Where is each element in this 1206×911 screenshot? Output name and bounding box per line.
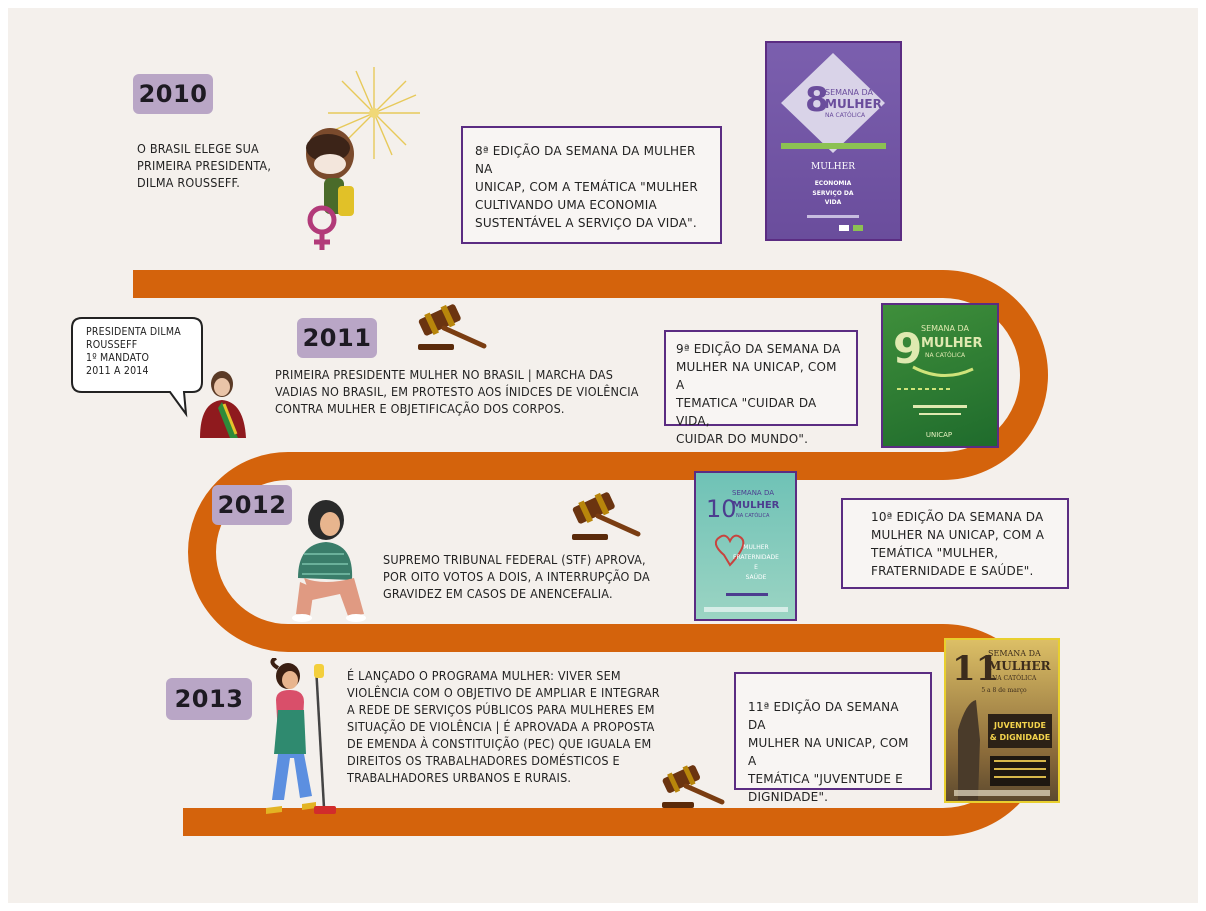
svg-text:NA CATÓLICA: NA CATÓLICA: [992, 674, 1037, 682]
svg-text:NA CATÓLICA: NA CATÓLICA: [825, 112, 866, 119]
gavel-icon: [662, 765, 725, 808]
svg-text:5 a 8 de março: 5 a 8 de março: [981, 687, 1027, 694]
svg-text:& DIGNIDADE: & DIGNIDADE: [990, 733, 1051, 742]
speech-bubble-icon: [71, 317, 203, 418]
svg-text:NA CATÓLICA: NA CATÓLICA: [925, 352, 966, 359]
svg-text:SAÚDE: SAÚDE: [746, 574, 767, 581]
svg-text:MULHER: MULHER: [743, 544, 768, 551]
poster-11-semana-mulher: 11 SEMANA DA MULHER NA CATÓLICA 5 a 8 de…: [944, 638, 1060, 803]
svg-text:8: 8: [805, 80, 829, 120]
event-2011-text: PRIMEIRA PRESIDENTE MULHER NO BRASIL | M…: [275, 367, 639, 416]
year-badge-2010: 2010: [133, 74, 213, 114]
year-badge-2012: 2012: [212, 485, 292, 525]
poster-8-semana-mulher: 8 SEMANA DA MULHER NA CATÓLICA MULHER EC…: [765, 41, 902, 241]
fireworks-icon: [328, 67, 420, 159]
svg-text:SEMANA DA: SEMANA DA: [921, 324, 970, 333]
svg-text:MULHER: MULHER: [825, 97, 882, 111]
dilma-photo-icon: [200, 371, 246, 438]
svg-text:E: E: [754, 564, 758, 571]
svg-text:MULHER: MULHER: [921, 336, 983, 351]
year-badge-2011: 2011: [297, 318, 377, 358]
gavel-icon: [418, 304, 487, 350]
svg-text:SERVIÇO DA: SERVIÇO DA: [812, 190, 853, 197]
gavel-icon: [572, 492, 641, 540]
svg-text:SEMANA DA: SEMANA DA: [825, 88, 874, 97]
svg-text:10: 10: [706, 495, 737, 523]
svg-text:11: 11: [952, 649, 999, 689]
svg-text:9: 9: [893, 324, 922, 373]
event-2012-text: SUPREMO TRIBUNAL FEDERAL (STF) APROVA,PO…: [383, 552, 650, 601]
svg-text:SEMANA DA: SEMANA DA: [732, 489, 774, 497]
svg-text:VIDA: VIDA: [825, 199, 842, 206]
svg-text:SEMANA DA: SEMANA DA: [988, 649, 1041, 658]
thinking-woman-icon: [292, 500, 366, 622]
svg-text:NA CATÓLICA: NA CATÓLICA: [736, 512, 770, 519]
svg-text:UNICAP: UNICAP: [926, 431, 952, 439]
svg-text:MULHER: MULHER: [988, 659, 1052, 673]
poster-9-semana-mulher: 9 SEMANA DA MULHER NA CATÓLICA UNICAP: [881, 303, 999, 448]
dilma-caricature-icon: [306, 128, 354, 250]
svg-text:FRATERNIDADE: FRATERNIDADE: [733, 554, 779, 561]
svg-text:MULHER: MULHER: [811, 162, 855, 172]
year-badge-2013: 2013: [166, 678, 252, 720]
svg-text:JUVENTUDE: JUVENTUDE: [993, 721, 1046, 730]
svg-text:ECONOMIA: ECONOMIA: [815, 180, 852, 187]
svg-text:MULHER: MULHER: [732, 500, 780, 511]
poster-10-semana-mulher: 10 SEMANA DA MULHER NA CATÓLICA MULHER F…: [694, 471, 797, 621]
broom-icon: [266, 658, 336, 814]
